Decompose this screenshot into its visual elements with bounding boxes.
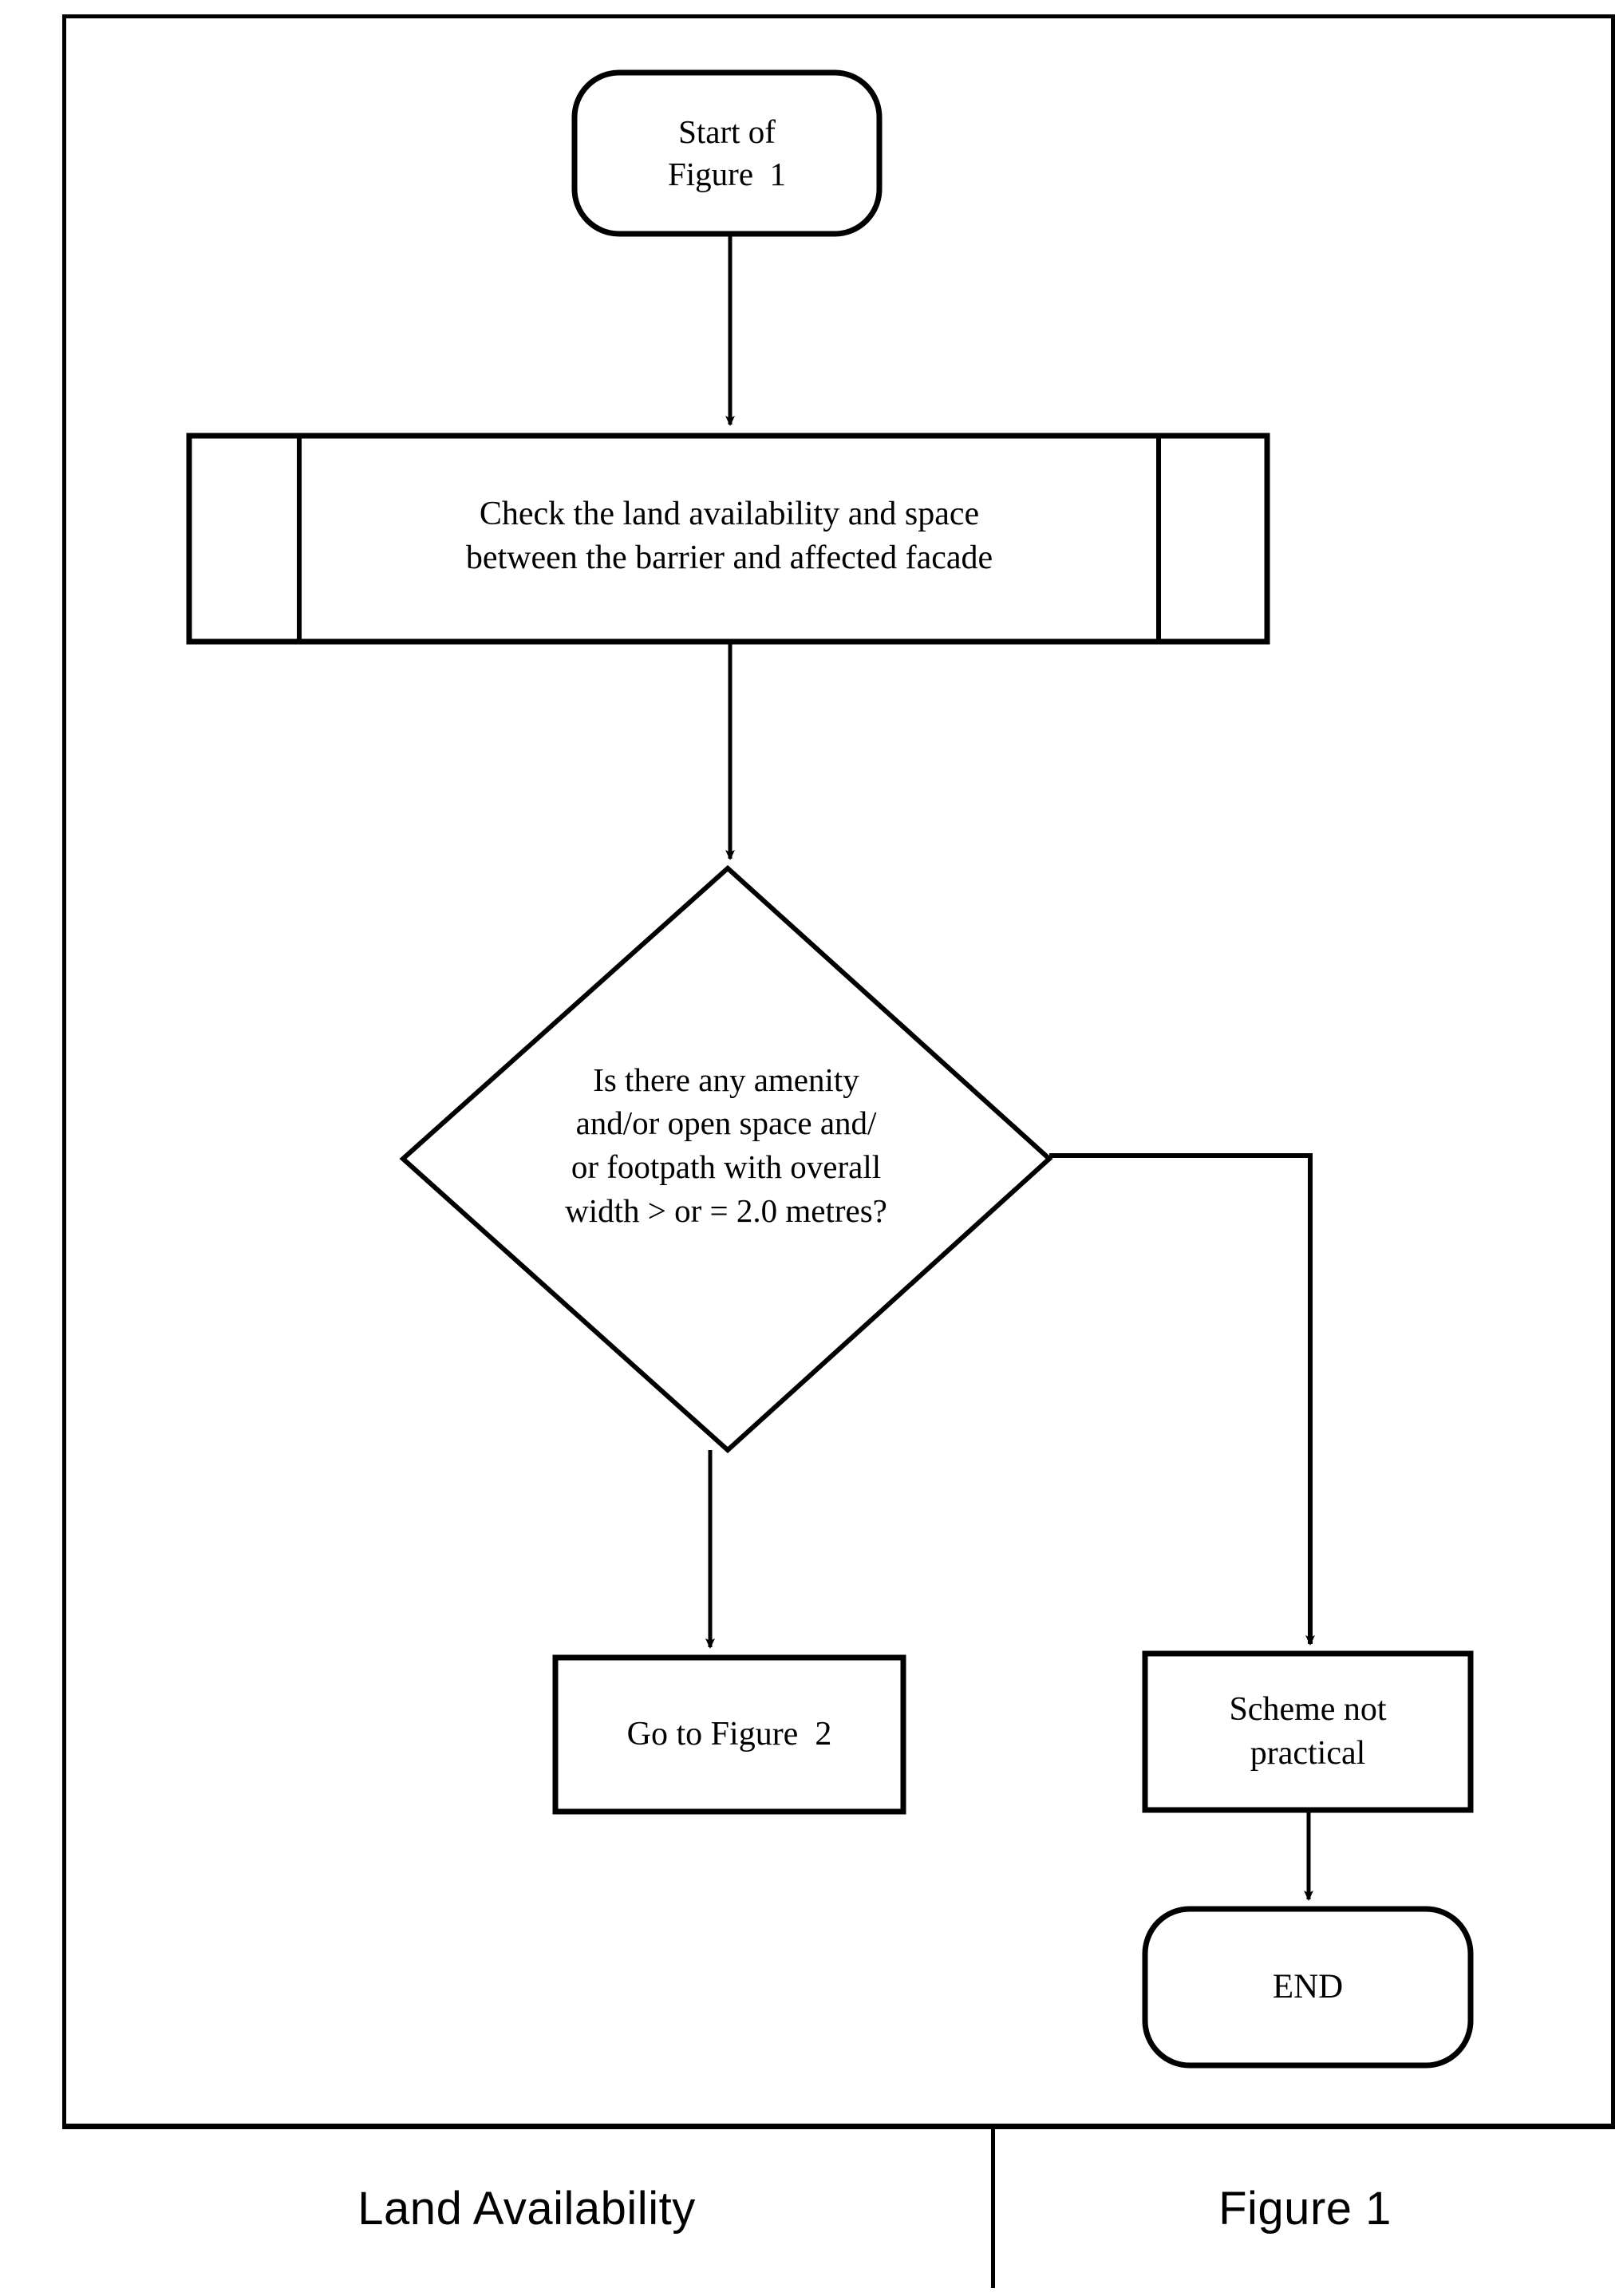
connector-decision-to-schemenotpractical [1049, 1153, 1315, 1646]
figure-number-label: Figure 1 [1218, 2183, 1392, 2235]
end-node-shape [1142, 1906, 1474, 2069]
process-node-shape [186, 433, 1270, 645]
figure-number-cell: Figure 1 [995, 2129, 1615, 2288]
figure-title-label: Land Availability [357, 2183, 696, 2235]
go-to-figure-2-node-shape [552, 1654, 906, 1815]
start-node-shape [571, 69, 883, 237]
scheme-not-practical-node-shape [1142, 1650, 1474, 1813]
decision-node-shape [399, 864, 1053, 1454]
figure-title-cell: Land Availability [62, 2129, 995, 2288]
figure-title-block: Land Availability Figure 1 [62, 2124, 1615, 2288]
